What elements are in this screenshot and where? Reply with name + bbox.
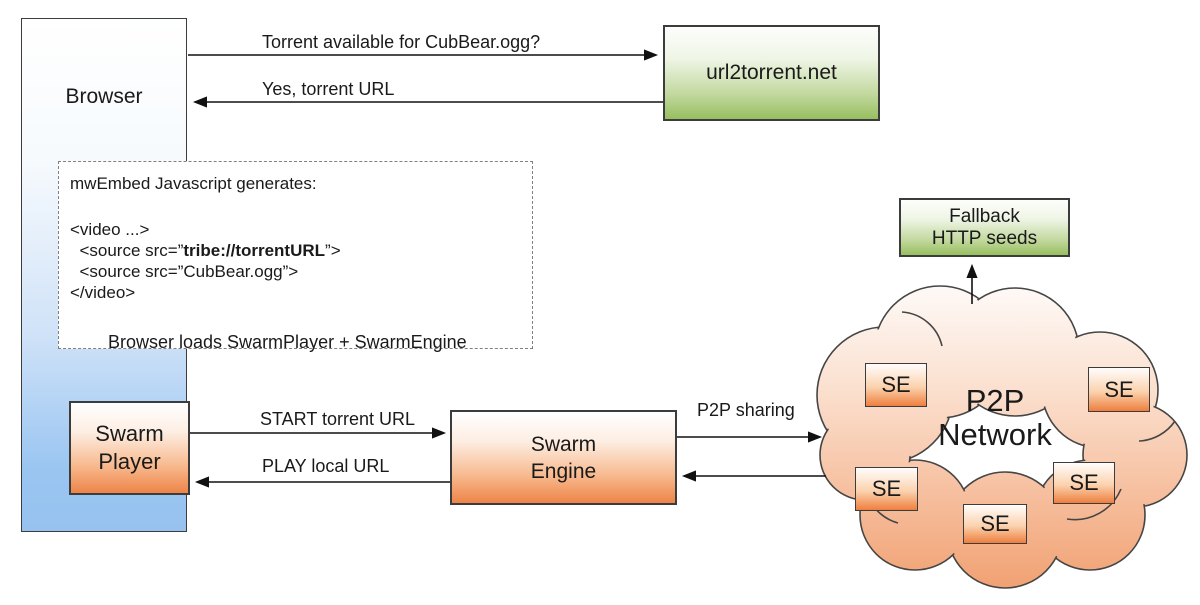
label-torrent-available: Torrent available for CubBear.ogg?: [262, 32, 541, 52]
fallback-label-line1: Fallback: [949, 205, 1020, 227]
fallback-label-line2: HTTP seeds: [931, 227, 1038, 249]
swarm-player-line2: Player: [98, 449, 161, 474]
swarm-engine-box: Swarm Engine: [450, 410, 677, 505]
code-box-footer: Browser loads SwarmPlayer + SwarmEngine: [108, 332, 467, 352]
p2p-network-label: P2P Network: [938, 383, 1052, 452]
se-peer-box-5: SE: [963, 504, 1027, 544]
code-line-source-torrent: <source src=”tribe://torrentURL”>: [70, 241, 341, 260]
label-play-local-url: PLAY local URL: [262, 456, 390, 476]
label-start-torrent-url: START torrent URL: [260, 409, 416, 429]
browser-label: Browser: [65, 85, 143, 108]
url2torrent-box: url2torrent.net: [663, 25, 880, 121]
code-box-title: mwEmbed Javascript generates:: [70, 174, 317, 193]
label-yes-torrent-url: Yes, torrent URL: [262, 79, 395, 99]
mwembed-code-box: mwEmbed Javascript generates: <video ...…: [58, 161, 533, 352]
se-peer-box-2: SE: [1088, 367, 1150, 412]
se-peer-box-3: SE: [855, 467, 918, 511]
url2torrent-label: url2torrent.net: [706, 61, 837, 84]
code-line-source-ogg: <source src=”CubBear.ogg”>: [70, 262, 299, 281]
swarm-player-line1: Swarm: [95, 421, 164, 446]
fallback-http-seeds-box: Fallback HTTP seeds: [899, 198, 1070, 257]
torrent-url-bold: tribe://torrentURL: [183, 241, 326, 260]
swarm-engine-line2: Engine: [530, 459, 597, 483]
code-line-video-open: <video ...>: [70, 220, 150, 239]
se-peer-box-4: SE: [1053, 462, 1115, 504]
swarm-engine-line1: Swarm: [530, 432, 597, 456]
code-line-video-close: </video>: [70, 283, 136, 302]
swarm-player-box: Swarm Player: [69, 401, 190, 495]
label-p2p-sharing: P2P sharing: [697, 400, 795, 420]
